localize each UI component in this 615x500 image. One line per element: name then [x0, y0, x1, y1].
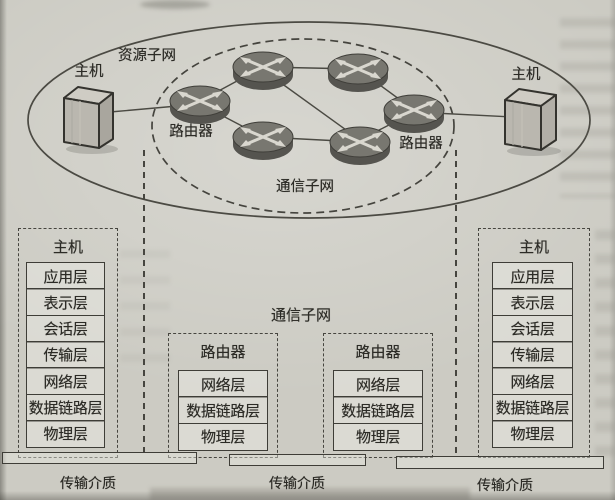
- subnet-topology-diagram: 资源子网 主机 主机 路由器 路由器 通信子网: [27, 21, 591, 219]
- layer-physical: 物理层: [26, 419, 105, 448]
- right-host-protocol-stack: 主机 应用层 表示层 会话层 传输层 网络层 数据链路层 物理层: [478, 228, 590, 458]
- stack-title: 主机: [518, 239, 549, 256]
- right-host-label: 主机: [512, 66, 541, 83]
- layer-datalink: 数据链路层: [492, 393, 573, 422]
- layer-application: 应用层: [492, 262, 573, 290]
- transmission-medium-label-1: 传输介质: [60, 475, 116, 491]
- left-host-label: 主机: [75, 63, 104, 80]
- right-router-label: 路由器: [399, 135, 443, 152]
- host-icon: [504, 88, 561, 156]
- transmission-medium-bus-2: [229, 454, 366, 466]
- transmission-medium-bus-1: [2, 452, 197, 464]
- layer-session: 会话层: [26, 314, 105, 343]
- router-icon: [328, 125, 392, 167]
- stack-title: 路由器: [355, 344, 401, 361]
- bleed-through-text: [595, 230, 615, 470]
- router-icon: [231, 120, 295, 162]
- layer-presentation: 表示层: [492, 288, 573, 317]
- layer-physical: 物理层: [333, 422, 423, 451]
- router1-protocol-stack: 路由器 网络层 数据链路层 物理层: [168, 333, 278, 458]
- layer-physical: 物理层: [178, 422, 268, 451]
- layer-datalink: 数据链路层: [178, 396, 268, 425]
- comm-subnet-left-boundary-line: [143, 150, 145, 454]
- left-router-label: 路由器: [169, 123, 213, 140]
- layer-application: 应用层: [26, 262, 105, 290]
- stack-title: 主机: [52, 239, 83, 256]
- layer-presentation: 表示层: [26, 288, 105, 317]
- layer-session: 会话层: [492, 314, 573, 343]
- transmission-medium-label-3: 传输介质: [477, 477, 533, 493]
- left-host-protocol-stack: 主机 应用层 表示层 会话层 传输层 网络层 数据链路层 物理层: [18, 228, 118, 458]
- comm-subnet-section-label: 通信子网: [270, 307, 331, 324]
- stack-title: 路由器: [200, 344, 246, 361]
- resource-subnet-ellipse: [27, 21, 591, 219]
- comm-subnet-label: 通信子网: [276, 178, 334, 195]
- layer-network: 网络层: [26, 367, 105, 396]
- layer-transport: 传输层: [492, 340, 573, 369]
- host-icon: [63, 86, 118, 154]
- router-icon: [168, 84, 232, 126]
- layer-datalink: 数据链路层: [26, 393, 105, 422]
- router-icon: [326, 52, 390, 94]
- comm-subnet-ellipse: [151, 38, 455, 214]
- transmission-medium-label-2: 传输介质: [269, 475, 325, 491]
- router2-protocol-stack: 路由器 网络层 数据链路层 物理层: [323, 333, 433, 458]
- layer-network: 网络层: [178, 370, 268, 398]
- layer-datalink: 数据链路层: [333, 396, 423, 425]
- transmission-medium-bus-3: [396, 456, 604, 469]
- comm-subnet-right-boundary-line: [455, 150, 457, 458]
- layer-transport: 传输层: [26, 340, 105, 369]
- layer-physical: 物理层: [492, 419, 573, 448]
- layer-network: 网络层: [333, 370, 423, 398]
- router-icon: [231, 50, 295, 92]
- router-icon: [382, 93, 446, 135]
- bleed-through-text: [120, 250, 170, 370]
- resource-subnet-label: 资源子网: [118, 47, 176, 64]
- layer-network: 网络层: [492, 367, 573, 396]
